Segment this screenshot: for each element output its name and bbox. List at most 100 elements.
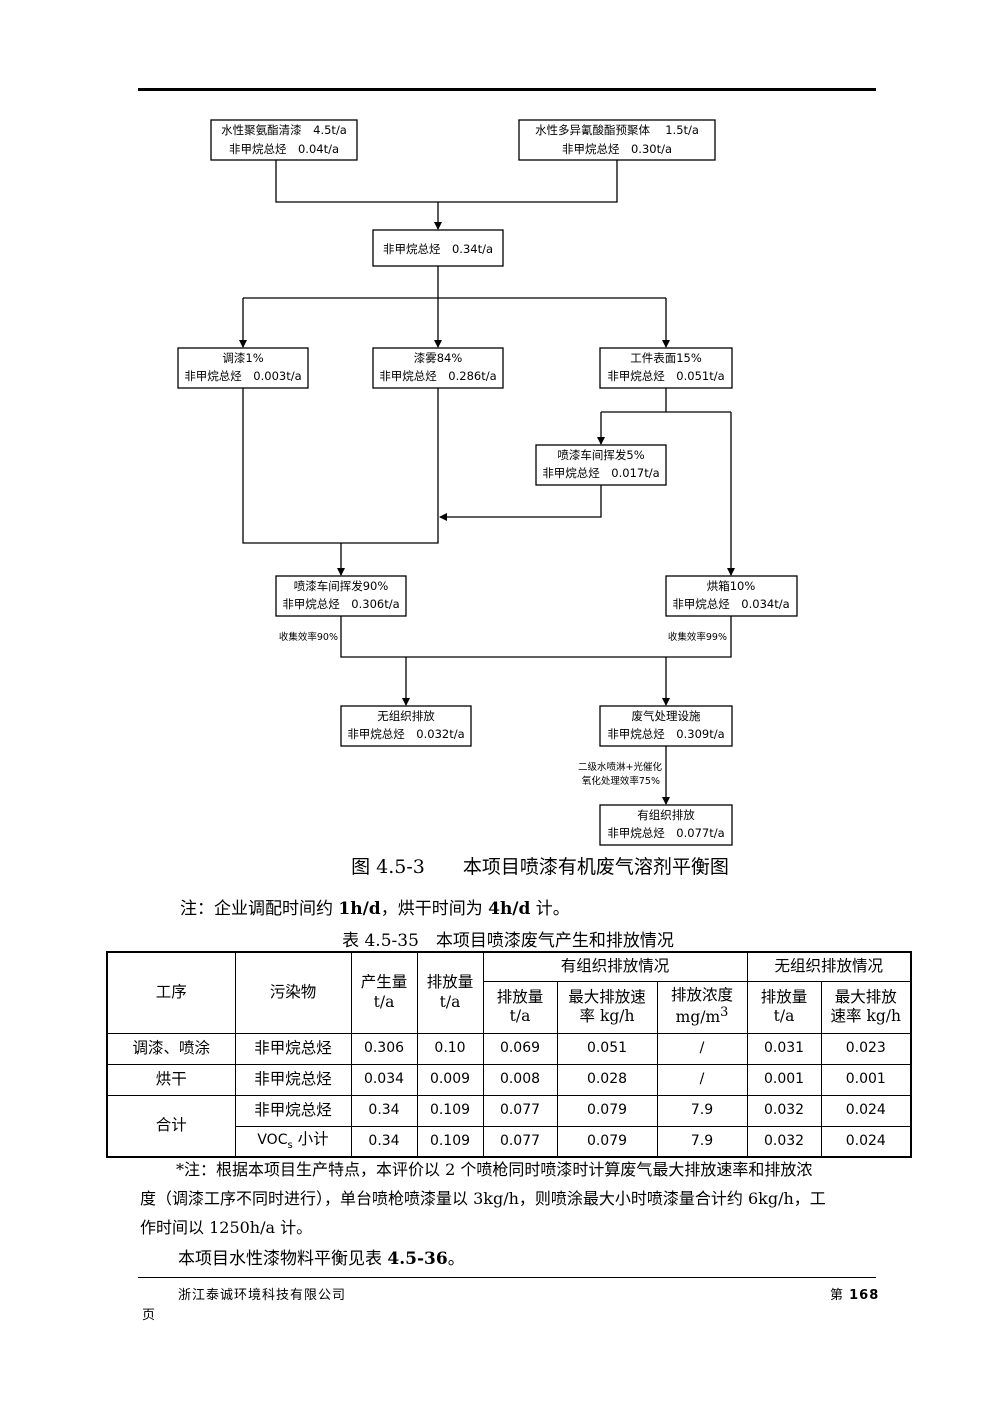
note-suffix: 计。: [530, 899, 570, 919]
wuzuzhi-name: 无组织排放: [377, 709, 435, 723]
header-produce-b: t/a: [373, 992, 395, 1011]
cell-u-emit: 0.032: [746, 1125, 822, 1158]
header-emit-a: 排放量: [426, 973, 474, 992]
cell-process: 烘干: [106, 1063, 236, 1096]
cell-u-emit: 0.032: [746, 1094, 822, 1127]
cell-produce: 0.306: [350, 1032, 418, 1065]
collect-99-label: 收集效率99%: [668, 631, 727, 643]
cell-u-rate: 0.024: [820, 1125, 912, 1158]
gongjian-value: 非甲烷总烃 0.051t/a: [607, 369, 724, 383]
source-1-name: 水性聚氨酯清漆 4.5t/a: [221, 123, 347, 137]
header-u-rate-a: 最大排放: [834, 987, 897, 1006]
header-pollutant: 污染物: [234, 951, 352, 1034]
header-o-rate: 最大排放速率 kg/h: [556, 980, 658, 1034]
cell-pollutant-suffix: 小计: [292, 1129, 329, 1148]
cell-emit: 0.109: [416, 1094, 484, 1127]
cell-u-rate: 0.024: [820, 1094, 912, 1127]
cell-pollutant: 非甲烷总烃: [234, 1094, 352, 1127]
note-prefix: 注：企业调配时间约: [180, 899, 339, 919]
figure-caption: 图 4.5-3 本项目喷漆有机废气溶剂平衡图: [351, 856, 729, 878]
header-o-conc: 排放浓度 mg/m3: [656, 980, 748, 1034]
header-u-emit-a: 排放量: [760, 987, 808, 1006]
header-u-rate: 最大排放速率 kg/h: [820, 980, 912, 1034]
cell-pollutant-voc: VOC: [257, 1131, 288, 1148]
cell-pollutant-sub: s: [287, 1140, 293, 1152]
cell-o-rate: 0.079: [556, 1094, 658, 1127]
penqi5-value: 非甲烷总烃 0.017t/a: [542, 466, 659, 480]
footer-company: 浙江泰诚环境科技有限公司: [178, 1288, 347, 1303]
header-o-rate-b: 率 kg/h: [579, 1007, 635, 1025]
cell-o-conc: /: [656, 1032, 748, 1065]
cell-process: 合计: [106, 1094, 236, 1158]
tiaoqi-value: 非甲烷总烃 0.003t/a: [184, 369, 301, 383]
table-row: 调漆、喷涂 非甲烷总烃 0.306 0.10 0.069 0.051 / 0.0…: [106, 1032, 912, 1065]
header-unorganized: 无组织排放情况: [746, 951, 912, 982]
header-organized: 有组织排放情况: [482, 951, 748, 982]
footer-page-prefix: 第: [830, 1288, 850, 1303]
source-2-value: 非甲烷总烃 0.30t/a: [562, 142, 672, 156]
tiaoqi-name: 调漆1%: [222, 351, 263, 365]
cell-o-rate: 0.051: [556, 1032, 658, 1065]
table-row: 烘干 非甲烷总烃 0.034 0.009 0.008 0.028 / 0.001…: [106, 1063, 912, 1096]
header-o-rate-a: 最大排放速: [568, 987, 646, 1006]
note-v2: 4h/d: [488, 899, 531, 919]
cell-emit: 0.10: [416, 1032, 484, 1065]
wuzuzhi-value: 非甲烷总烃 0.032t/a: [347, 727, 464, 741]
collect-90-label: 收集效率90%: [279, 631, 338, 643]
hongxiang-name: 烘箱10%: [707, 579, 756, 593]
note-line: 注：企业调配时间约 1h/d，烘干时间为 4h/d 计。: [180, 894, 570, 919]
total-value: 非甲烷总烃 0.34t/a: [383, 242, 493, 256]
treatment-label-1: 二级水喷淋+光催化: [578, 761, 662, 773]
cell-o-emit: 0.077: [482, 1094, 558, 1127]
cell-process: 调漆、喷涂: [106, 1032, 236, 1065]
penqi90-value: 非甲烷总烃 0.306t/a: [282, 597, 399, 611]
cell-o-rate: 0.079: [556, 1125, 658, 1158]
cell-pollutant: 非甲烷总烃: [234, 1063, 352, 1096]
table-row: VOCs 小计 0.34 0.109 0.077 0.079 7.9 0.032…: [107, 1125, 912, 1158]
cell-u-rate: 0.023: [820, 1032, 912, 1065]
source-1-value: 非甲烷总烃 0.04t/a: [229, 142, 339, 156]
header-rule: [138, 88, 876, 91]
cell-o-conc: 7.9: [656, 1094, 748, 1127]
hongxiang-value: 非甲烷总烃 0.034t/a: [672, 597, 789, 611]
cell-emit: 0.009: [416, 1063, 484, 1096]
header-o-conc-b: mg/m: [675, 1008, 721, 1027]
header-process: 工序: [106, 951, 236, 1034]
qiwu-value: 非甲烷总烃 0.286t/a: [379, 369, 496, 383]
cell-u-emit: 0.031: [746, 1032, 822, 1065]
note-v1: 1h/d: [338, 899, 381, 919]
cell-o-emit: 0.077: [482, 1125, 558, 1158]
qiwu-name: 漆雾84%: [414, 351, 463, 365]
gongjian-name: 工件表面15%: [630, 351, 702, 365]
table-footnote: *注：根据本项目生产特点，本评价以 2 个喷枪同时喷漆时计算废气最大排放速率和排…: [140, 1155, 880, 1242]
table-caption: 表 4.5-35 本项目喷漆废气产生和排放情况: [342, 931, 674, 951]
cell-pollutant: 非甲烷总烃: [234, 1032, 352, 1065]
cell-o-rate: 0.028: [556, 1063, 658, 1096]
feiqi-name: 废气处理设施: [632, 709, 701, 723]
balance-suffix: 。: [447, 1249, 465, 1269]
cell-o-conc: /: [656, 1063, 748, 1096]
header-u-emit-b: t/a: [773, 1007, 795, 1025]
cell-u-rate: 0.001: [820, 1063, 912, 1096]
balance-line: 本项目水性漆物料平衡见表 4.5-36。: [178, 1244, 465, 1269]
footer-page-num: 168: [849, 1288, 880, 1303]
header-o-conc-sup: 3: [720, 1005, 729, 1021]
footnote-line-2: 度（调漆工序不同时进行），单台喷枪喷漆量以 3kg/h，则喷涂最大小时喷漆量合计…: [140, 1189, 826, 1208]
box-youzuzhi: [599, 804, 733, 846]
header-o-conc-a: 排放浓度: [671, 986, 734, 1005]
footer-rule: [138, 1277, 876, 1278]
box-source-1: [210, 119, 358, 161]
balance-ref: 4.5-36: [387, 1249, 448, 1269]
source-2-name: 水性多异氰酸酯预聚体 1.5t/a: [535, 123, 699, 137]
table-row: 合计 非甲烷总烃 0.34 0.109 0.077 0.079 7.9 0.03…: [106, 1094, 912, 1158]
youzuzhi-name: 有组织排放: [637, 808, 695, 822]
youzuzhi-value: 非甲烷总烃 0.077t/a: [607, 826, 724, 840]
penqi90-name: 喷漆车间挥发90%: [294, 579, 389, 593]
flow-diagram: 水性聚氨酯清漆 4.5t/a 非甲烷总烃 0.04t/a 水性多异氰酸酯预聚体 …: [177, 119, 798, 846]
box-wuzuzhi: [340, 705, 472, 747]
